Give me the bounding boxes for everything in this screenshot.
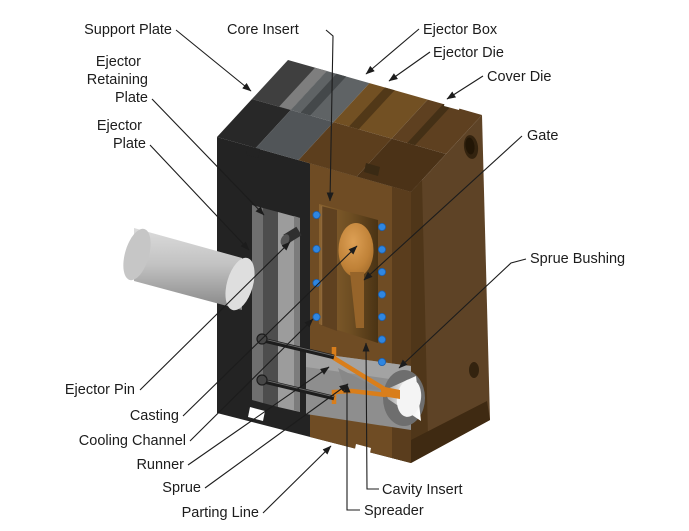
leader-core-insert	[325, 29, 334, 202]
leader-gate	[363, 135, 523, 281]
sprue-metal	[380, 386, 400, 399]
label-ejector-plate-2: Plate	[113, 136, 146, 152]
leader-sprue-bushing	[398, 258, 527, 369]
cooling-channels	[312, 210, 386, 366]
label-support-plate: Support Plate	[84, 22, 172, 38]
leader-ejector-box	[365, 28, 420, 75]
leader-cooling-channel	[189, 318, 314, 442]
label-gate: Gate	[527, 128, 558, 144]
labels: Support Plate Ejector Retaining Plate Ej…	[65, 22, 625, 521]
label-ejector-retaining-3: Plate	[115, 90, 148, 106]
leader-ejector-plate	[149, 144, 250, 251]
label-ejector-box: Ejector Box	[423, 22, 498, 38]
ejector-rod-cylinder	[123, 228, 255, 311]
label-ejector-die: Ejector Die	[433, 45, 504, 61]
top-faces	[252, 60, 482, 154]
label-cavity-insert: Cavity Insert	[382, 482, 463, 498]
label-parting-line: Parting Line	[182, 505, 259, 521]
sprue-funnel	[385, 376, 422, 421]
leader-ejector-pin	[139, 241, 291, 391]
ejector-plate-section	[252, 205, 263, 403]
leader-casting	[182, 245, 358, 417]
label-cooling-channel: Cooling Channel	[79, 433, 186, 449]
sprue-bushing-section	[306, 347, 425, 430]
leader-lines	[139, 28, 527, 514]
label-casting: Casting	[130, 408, 179, 424]
leader-support-plate	[175, 29, 252, 92]
label-sprue: Sprue	[162, 480, 201, 496]
label-ejector-pin: Ejector Pin	[65, 382, 135, 398]
label-core-insert: Core Insert	[227, 22, 299, 38]
label-ejector-plate-1: Ejector	[97, 118, 142, 134]
label-spreader: Spreader	[364, 503, 424, 519]
leader-ejector-die	[388, 51, 431, 82]
label-runner: Runner	[136, 457, 184, 473]
label-ejector-retaining-2: Retaining	[87, 72, 148, 88]
leader-ejector-retaining-plate	[151, 98, 265, 216]
bolt-hole-bottom	[469, 362, 479, 378]
leader-spreader	[343, 383, 360, 511]
label-sprue-bushing: Sprue Bushing	[530, 251, 625, 267]
leader-runner	[187, 366, 330, 466]
leader-sprue	[204, 383, 349, 489]
label-cover-die: Cover Die	[487, 69, 551, 85]
core-insert-pillar	[321, 206, 337, 331]
front-bevel-faces	[217, 99, 446, 192]
leader-cover-die	[446, 75, 484, 100]
label-ejector-retaining-1: Ejector	[96, 54, 141, 70]
leader-parting-line	[262, 445, 332, 514]
leader-cavity-insert	[362, 342, 379, 490]
